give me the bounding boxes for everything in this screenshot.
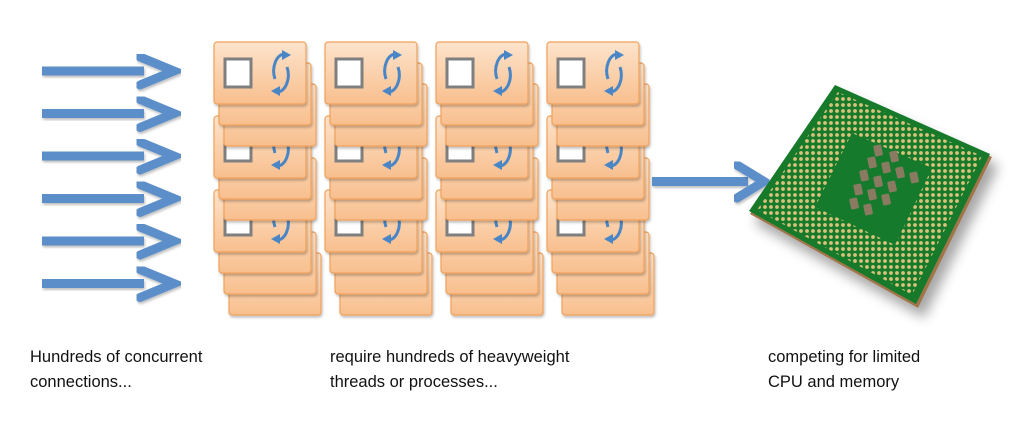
worker-column [324, 41, 433, 316]
refresh-cycle-icon [271, 50, 291, 96]
cpu-capacitor [867, 156, 877, 169]
workers-caption-line-2: threads or processes... [330, 373, 498, 391]
checkbox-icon [334, 57, 364, 89]
right-arrow-icon [42, 222, 186, 260]
right-arrow-icon [42, 52, 186, 90]
cpu-caption-line-2: CPU and memory [768, 373, 900, 391]
worker-stacks [213, 41, 655, 316]
cpu-caption: competing for limited CPU and memory [768, 345, 920, 395]
cpu-capacitor [873, 175, 883, 188]
checkbox-icon [445, 57, 475, 89]
cpu-capacitor [889, 150, 899, 163]
checkbox-icon [223, 57, 253, 89]
connections-caption-line-1: Hundreds of concurrent [30, 348, 203, 366]
worker-column [213, 41, 322, 316]
refresh-cycle-icon [382, 50, 402, 96]
workers-caption-line-1: require hundreds of heavyweight [330, 348, 570, 366]
refresh-cycle-icon [493, 50, 513, 96]
connections-caption-line-2: connections... [30, 373, 132, 391]
checkbox-icon [556, 57, 586, 89]
right-arrow-icon [42, 265, 186, 302]
connections-caption: Hundreds of concurrent connections... [30, 345, 202, 395]
workers-caption: require hundreds of heavyweight threads … [330, 345, 569, 395]
worker-column [435, 41, 544, 316]
cpu-capacitor [881, 161, 891, 174]
cpu-capacitor [849, 197, 859, 210]
cpu-capacitor [895, 166, 905, 179]
worker-column [546, 41, 655, 316]
cpu-capacitor [887, 180, 897, 193]
right-arrow-icon [652, 160, 773, 203]
cpu-chip-icon [749, 85, 992, 308]
cpu-capacitor [853, 183, 863, 196]
cpu-capacitor [909, 171, 919, 184]
cpu-capacitor [873, 144, 883, 157]
refresh-cycle-icon [604, 50, 624, 96]
cpu-caption-line-1: competing for limited [768, 348, 921, 366]
right-arrow-icon [42, 95, 186, 132]
cpu-capacitor [863, 203, 873, 216]
cpu-capacitor [859, 169, 869, 182]
cpu-capacitor [867, 188, 877, 201]
cpu-capacitor [881, 193, 891, 206]
right-arrow-icon [42, 180, 186, 217]
right-arrow-icon [42, 137, 186, 175]
link-arrow [652, 160, 773, 203]
incoming-connections [42, 52, 186, 302]
